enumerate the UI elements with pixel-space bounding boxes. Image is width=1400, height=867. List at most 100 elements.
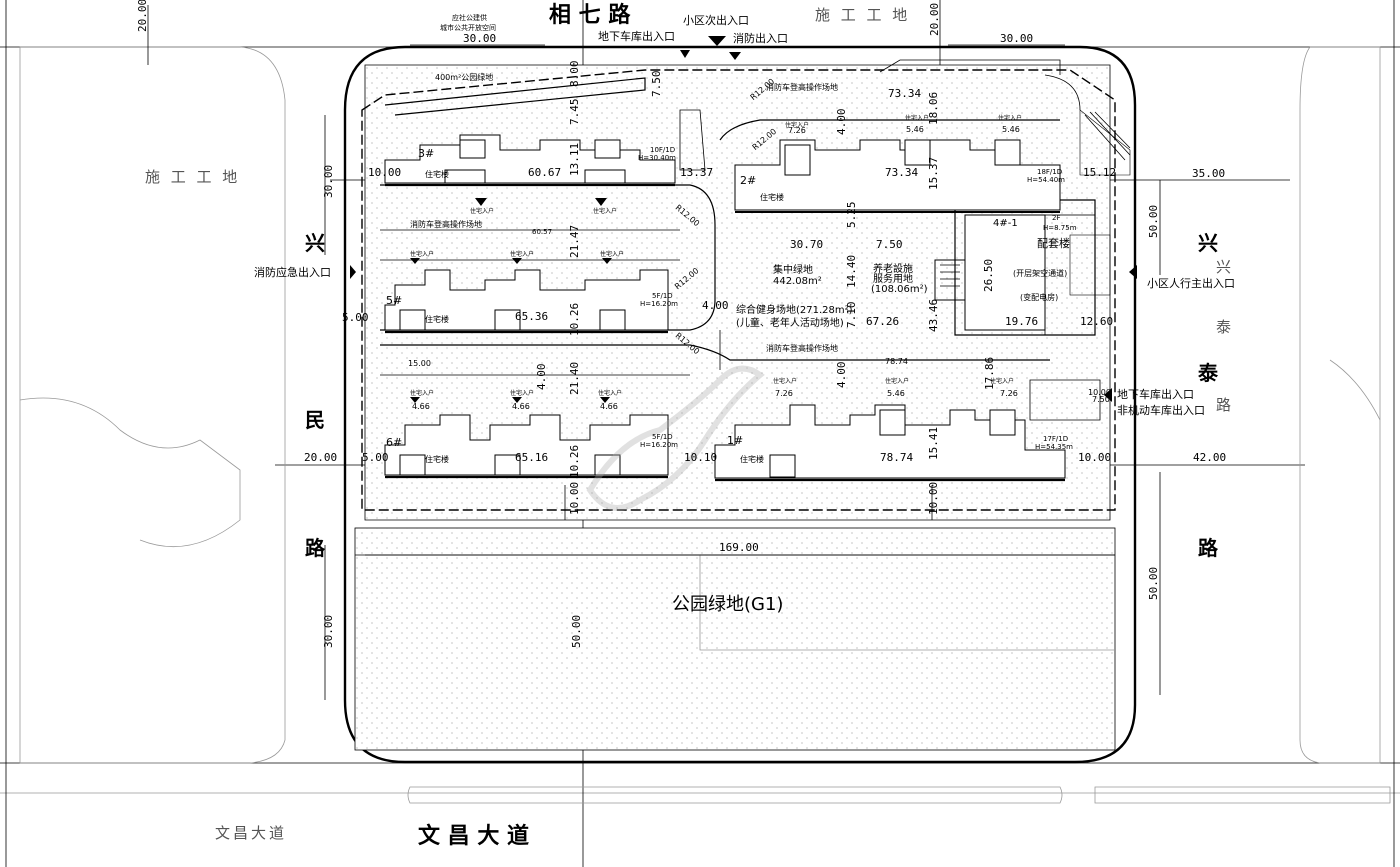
road-east-1: 兴 <box>1198 231 1218 255</box>
elderly-service-2: 服务用地 <box>873 272 913 285</box>
road-west-1: 兴 <box>305 231 325 255</box>
bldg-2-floors: 18F/1D <box>1037 168 1062 176</box>
dim-400c: 4.00 <box>535 364 548 391</box>
bldg-3-floors: 10F/1D <box>650 146 675 154</box>
entrance-fire-north: 消防出入口 <box>733 31 788 45</box>
bldg-3-tag: 3# <box>418 147 434 160</box>
dim-400d: 4.00 <box>835 362 848 389</box>
support-building: 配套楼 <box>1037 236 1070 250</box>
entry-2b: 住宅入户 <box>905 114 929 122</box>
road-north: 相 七 路 <box>549 2 631 28</box>
building-6 <box>384 414 669 479</box>
dim-1500: 15.00 <box>408 359 431 368</box>
dim-1000e: 10.00 <box>1088 388 1111 397</box>
residential-3: 住宅楼 <box>425 169 449 179</box>
dim-20-n: 20.00 <box>928 3 941 36</box>
dim-1337: 13.37 <box>680 166 713 179</box>
dim-42-e: 42.00 <box>1193 451 1226 464</box>
site-boundary <box>343 45 1137 764</box>
fitness-field-2: (儿童、老年人活动场地) <box>736 316 844 329</box>
dim-20-w: 20.00 <box>304 451 337 464</box>
bldg-6-floors: 5F/1D <box>652 433 673 441</box>
central-green: 集中绿地 <box>773 263 813 276</box>
bldg-3-height: H=30.40m <box>638 154 676 162</box>
road-west-3: 路 <box>305 536 326 560</box>
dim-4346: 43.46 <box>927 299 940 332</box>
dim-1000s: 10.00 <box>568 482 581 515</box>
dimension-lines <box>147 5 1161 700</box>
dim-6726: 67.26 <box>866 315 899 328</box>
dim-1026b: 10.26 <box>568 445 581 478</box>
dim-2140: 21.40 <box>568 362 581 395</box>
dim-750: 7.50 <box>650 71 663 98</box>
dim-50-se: 50.00 <box>1147 567 1160 600</box>
fire-ops-1: 消防车登高操作场地 <box>766 82 838 92</box>
dim-7874b: 78.74 <box>880 451 913 464</box>
dim-750c: 7.50 <box>1092 395 1110 404</box>
road-south-grey: 文昌大道 <box>215 824 287 842</box>
entry-1c: 住宅入户 <box>990 377 1014 385</box>
bldg-1-floors: 17F/1D <box>1043 435 1068 443</box>
entry-2c: 住宅入户 <box>998 114 1022 122</box>
dim-5-w: 5.00 <box>342 311 369 324</box>
entrance-nonmotor-east: 非机动车库出入口 <box>1117 403 1205 417</box>
bldg-4-floors: 2F <box>1052 214 1060 222</box>
dim-3070: 30.70 <box>790 238 823 251</box>
bldg-6-tag: 6# <box>386 436 402 449</box>
dim-546b: 5.46 <box>1002 125 1020 134</box>
road-west-2: 民 <box>305 408 325 432</box>
dim-2147: 21.47 <box>568 225 581 258</box>
bldg-2-height: H=54.40m <box>1027 176 1065 184</box>
dim-1806: 18.06 <box>927 92 940 125</box>
public-service: 应社公建供 <box>452 13 487 22</box>
dim-1311: 13.11 <box>568 143 581 176</box>
dim-30-w: 30.00 <box>322 165 335 198</box>
dim-50-e: 50.00 <box>1147 205 1160 238</box>
dim-10-e: 10.00 <box>1078 451 1111 464</box>
dim-466a: 4.66 <box>412 402 430 411</box>
dim-50-s: 50.00 <box>570 615 583 648</box>
construction-ne: 施 工 工 地 <box>815 6 910 24</box>
dim-1260: 12.60 <box>1080 315 1113 328</box>
public-open-space: 城市公共开放空间 <box>440 23 496 32</box>
dim-525: 5.25 <box>845 202 858 229</box>
park-label: 公园绿地(G1) <box>672 594 783 615</box>
entry-5b: 住宅入户 <box>510 250 534 258</box>
dim-1786: 17.86 <box>983 357 996 390</box>
construction-nw: 施 工 工 地 <box>145 168 240 186</box>
residential-6: 住宅楼 <box>425 454 449 464</box>
fire-ops-2: 消防车登高操作场地 <box>410 219 482 229</box>
dim-6516: 65.16 <box>515 451 548 464</box>
central-green-area: 442.08m² <box>773 276 822 287</box>
entrance-garage-east: 地下车库出入口 <box>1117 387 1194 401</box>
bldg-5-height: H=16.20m <box>640 300 678 308</box>
watermark-logo <box>586 365 765 511</box>
dim-546a: 5.46 <box>906 125 924 134</box>
dim-1010: 10.10 <box>684 451 717 464</box>
road-east-grey-2: 泰 <box>1216 318 1234 336</box>
dim-1026: 10.26 <box>568 303 581 336</box>
building-1 <box>714 404 1066 482</box>
entry-5a: 住宅入户 <box>410 250 434 258</box>
dim-30-n: 30.00 <box>463 32 496 45</box>
bldg-2-tag: 2# <box>740 174 756 187</box>
building-4 <box>964 214 1111 336</box>
residential-5: 住宅楼 <box>425 314 449 324</box>
dim-7334: 73.34 <box>885 166 918 179</box>
entrance-markers <box>350 36 1137 403</box>
dim-400b: 4.00 <box>702 299 729 312</box>
entry-6b: 住宅入户 <box>510 389 534 397</box>
road-east-grey-1: 兴 <box>1216 258 1234 276</box>
green-400: 400m²公园绿地 <box>435 72 493 82</box>
dim-5-w2: 5.00 <box>362 451 389 464</box>
bldg-4-height: H=8.75m <box>1043 224 1077 232</box>
entrance-fire-west: 消防应急出入口 <box>254 265 331 279</box>
residential-2: 住宅楼 <box>760 192 784 202</box>
support-sub-2: (变配电房) <box>1020 292 1058 302</box>
entry-3b: 住宅入户 <box>593 207 617 215</box>
basement-outline <box>361 69 1116 511</box>
support-sub-1: (开层架空通道) <box>1013 268 1067 278</box>
entry-6c: 住宅入户 <box>598 389 622 397</box>
entry-2a: 住宅入户 <box>785 121 809 129</box>
